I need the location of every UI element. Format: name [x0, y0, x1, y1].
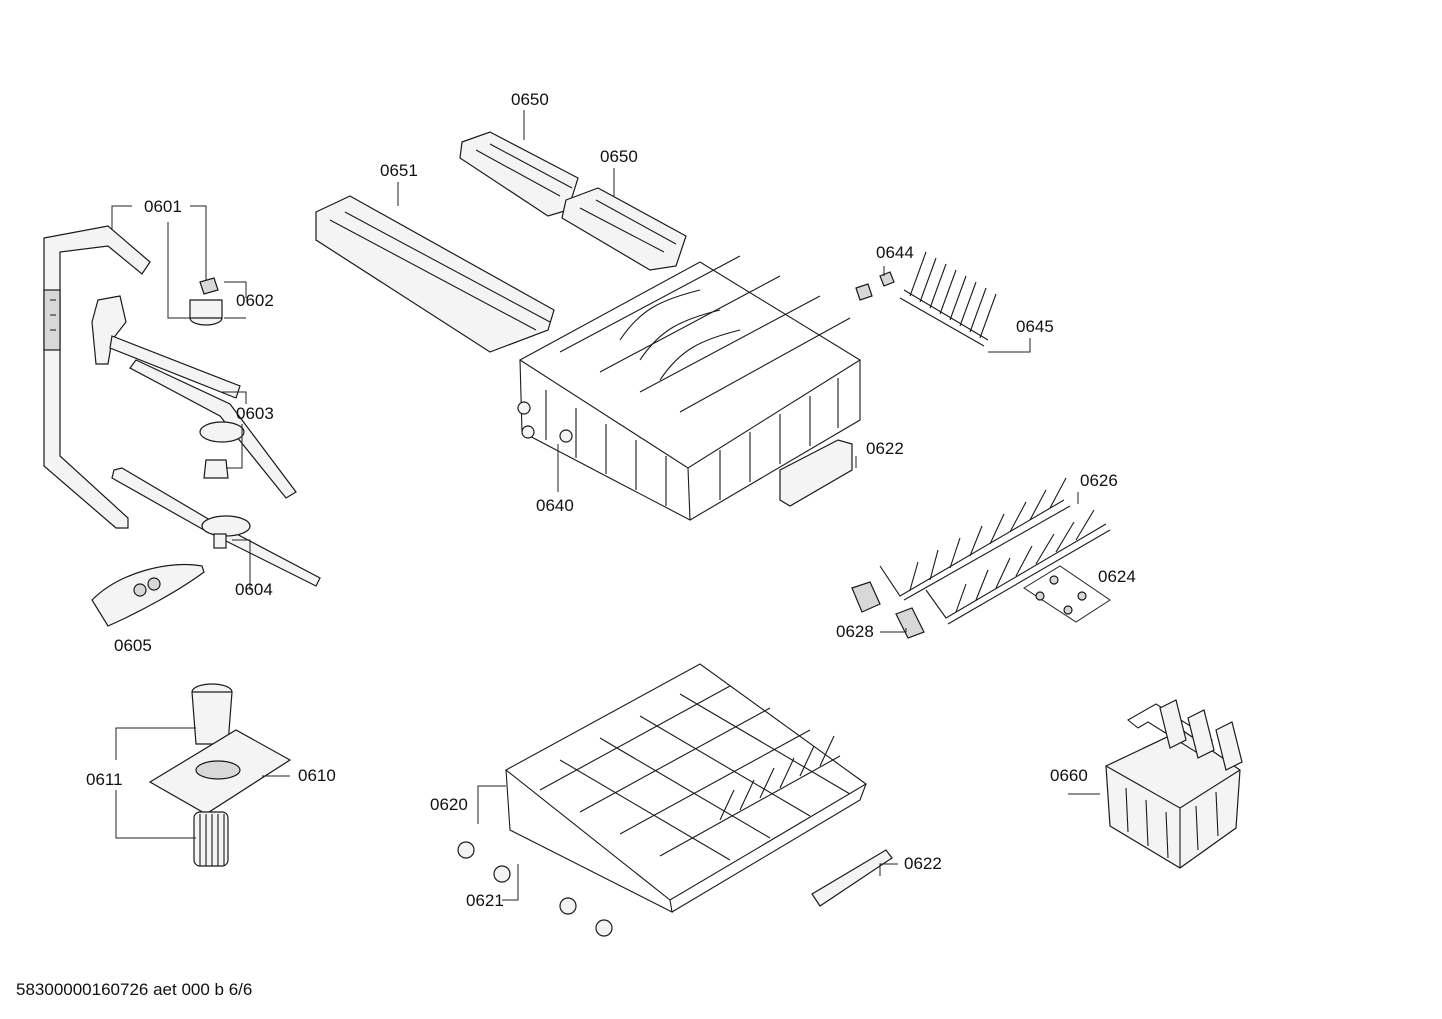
- sieve-cover-0605: [91, 563, 205, 627]
- clips-0628: [851, 581, 925, 639]
- label-0624: 0624: [1098, 567, 1136, 586]
- cutlery-tray-0650-upper: [459, 131, 579, 217]
- clip-0644: [855, 271, 895, 301]
- label-0603: 0603: [236, 404, 274, 423]
- basket-handle-0622-lower: [811, 849, 893, 907]
- label-0645: 0645: [1016, 317, 1054, 336]
- label-0621: 0621: [466, 891, 504, 910]
- label-0601: 0601: [144, 197, 182, 216]
- upper-basket-0640: [517, 255, 862, 521]
- small-parts-set-0624: [1023, 565, 1111, 623]
- spray-arm-nut-0602: [189, 277, 223, 326]
- label-0644: 0644: [876, 243, 914, 262]
- label-0610: 0610: [298, 766, 336, 785]
- cutlery-tray-0650-lower: [561, 187, 687, 271]
- upper-spray-arm-0603: [91, 295, 297, 499]
- folding-tines-0626: [879, 477, 1111, 625]
- label-0622-lower: 0622: [904, 854, 942, 873]
- callout-labels: 0650 0650 0651 0601 0602 0603 0604 0605 …: [86, 90, 1136, 910]
- label-0611: 0611: [86, 770, 123, 789]
- leader-lines: [111, 110, 1100, 901]
- label-0660: 0660: [1050, 766, 1088, 785]
- lower-basket-0620: [505, 663, 868, 913]
- supply-pipe-0601: [43, 225, 151, 529]
- cutlery-insert-0651: [315, 195, 555, 353]
- filter-assembly-0610: [148, 683, 292, 867]
- basket-handle-0622-upper: [779, 439, 853, 507]
- cup-rack-0645: [899, 251, 997, 347]
- wheels-0621: [457, 841, 613, 937]
- label-0626: 0626: [1080, 471, 1118, 490]
- cutlery-basket-0660: [1105, 699, 1243, 869]
- label-0622-upper: 0622: [866, 439, 904, 458]
- label-0640: 0640: [536, 496, 574, 515]
- label-0602: 0602: [236, 291, 274, 310]
- label-0605: 0605: [114, 636, 152, 655]
- label-0620: 0620: [430, 795, 468, 814]
- label-0628: 0628: [836, 622, 874, 641]
- label-0650-lower: 0650: [600, 147, 638, 166]
- label-0650-upper: 0650: [511, 90, 549, 109]
- lower-spray-arm-0604: [111, 467, 321, 587]
- label-0651: 0651: [380, 161, 418, 180]
- label-0604: 0604: [235, 580, 273, 599]
- document-id: 58300000160726 aet 000 b 6/6: [16, 980, 253, 999]
